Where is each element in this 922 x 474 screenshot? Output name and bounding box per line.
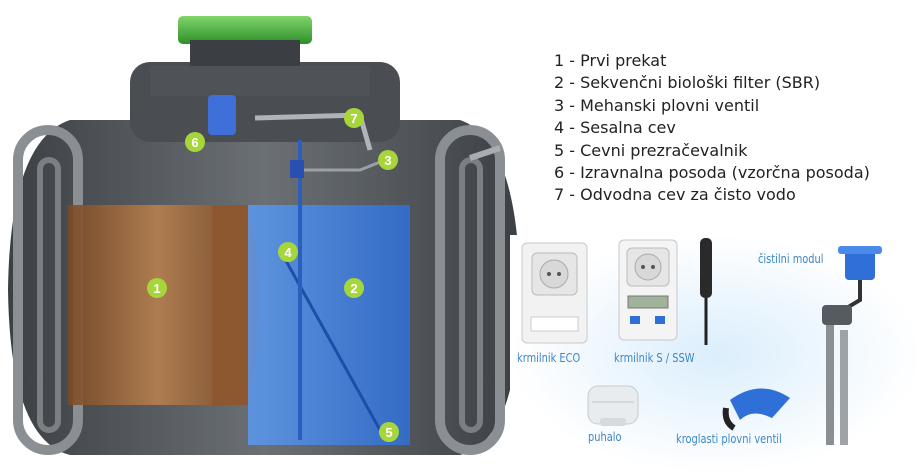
tank-lid: [150, 16, 370, 96]
legend-item-2: 2 - Sekvenčni biološki filter (SBR): [554, 73, 821, 93]
sensor-probe-image: [700, 238, 712, 345]
marker-3: 3: [378, 150, 398, 170]
ball-float-valve-image: [722, 388, 790, 431]
marker-6: 6: [185, 132, 205, 152]
label-cistilni-modul: čistilni modul: [758, 252, 824, 266]
svg-text:7: 7: [350, 111, 357, 126]
controller-eco-image: [521, 242, 588, 344]
svg-text:1: 1: [153, 281, 160, 296]
legend-item-3: 3 - Mehanski plovni ventil: [554, 95, 760, 115]
label-krmilnik-eco: krmilnik ECO: [517, 351, 581, 365]
marker-1: 1: [147, 278, 167, 298]
legend-item-1: 1 - Prvi prekat: [554, 51, 667, 70]
marker-4: 4: [278, 242, 298, 262]
svg-text:6: 6: [191, 135, 198, 150]
marker-7: 7: [344, 108, 364, 128]
label-krmilnik-s-ssw: krmilnik S / SSW: [614, 351, 695, 365]
cleaning-module-image: [822, 246, 882, 445]
marker-5: 5: [379, 422, 399, 442]
label-kroglasti-plovni-ventil: kroglasti plovni ventil: [676, 432, 782, 446]
legend: 1 - Prvi prekat 2 - Sekvenčni biološki f…: [554, 50, 919, 207]
svg-text:5: 5: [385, 425, 392, 440]
label-puhalo: puhalo: [588, 430, 622, 444]
svg-text:2: 2: [350, 281, 357, 296]
legend-item-7: 7 - Odvodna cev za čisto vodo: [554, 185, 796, 205]
svg-text:3: 3: [384, 153, 391, 168]
blower-image: [587, 385, 639, 426]
svg-text:4: 4: [284, 245, 292, 260]
legend-item-5: 5 - Cevni prezračevalnik: [554, 140, 748, 160]
marker-2: 2: [344, 278, 364, 298]
first-chamber-sludge: [68, 205, 259, 405]
controller-s-ssw-image: [618, 239, 678, 341]
legend-item-4: 4 - Sesalna cev: [554, 118, 676, 138]
legend-item-6: 6 - Izravnalna posoda (vzorčna posoda): [554, 163, 870, 183]
sbr-chamber-water: [248, 140, 410, 445]
